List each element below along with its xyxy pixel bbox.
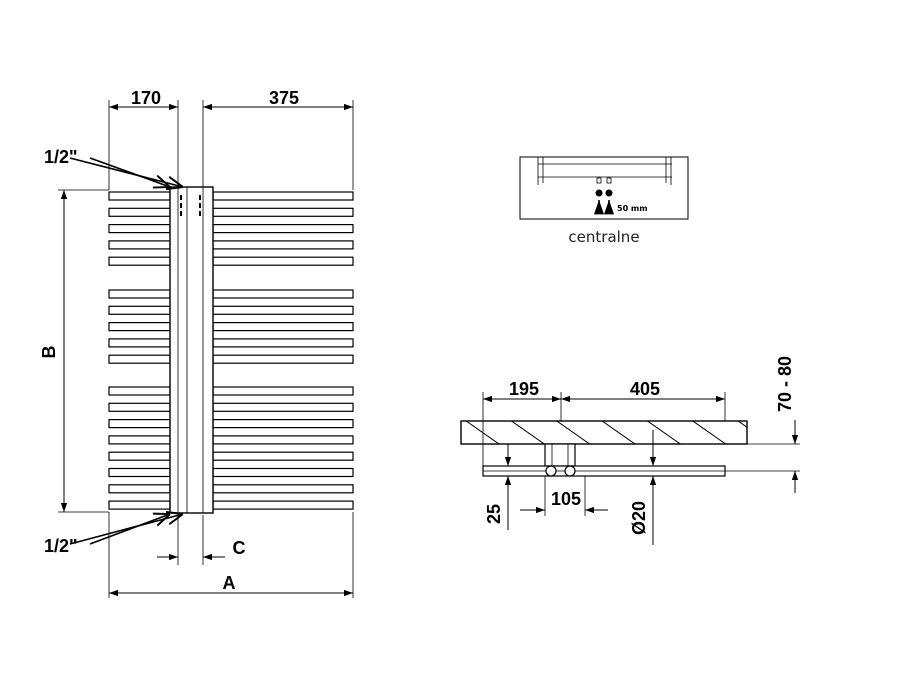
dim-label-170: 170 [131,88,161,108]
radiator-bar [212,500,354,510]
detail-valve [596,177,602,184]
radiator-bar [212,354,354,364]
dim-label-195: 195 [509,379,539,399]
dim-label-70-80: 70 - 80 [775,356,795,412]
connection-detail: 50 mm centralne [519,156,689,246]
radiator-bar [108,240,171,250]
dim-label-b: B [39,346,59,359]
side-view: 195 405 70 - 80 25 105 Ø20 [460,356,800,545]
leader-line-bottom [89,514,170,545]
radiator-bar [212,191,354,201]
radiator-bar [108,207,171,217]
connection-caption: centralne [568,228,639,246]
radiator-bar [108,435,171,445]
dim-label-a: A [223,573,236,593]
radiator-bar [212,419,354,429]
front-view: 170 375 B 1/2" 1/2" C A [39,88,354,598]
dim-label-d20: Ø20 [629,501,649,535]
detail-valve [606,177,612,184]
radiator-bar [108,402,171,412]
radiator-bar [108,322,171,332]
dim-label-405: 405 [630,379,660,399]
radiator-bar [212,224,354,234]
radiator-bar [108,224,171,234]
radiator-bar [108,289,171,299]
leader-line-top [69,157,183,187]
thread-label-bottom: 1/2" [44,536,78,556]
radiator-bar [108,338,171,348]
radiator-bar [108,500,171,510]
leader-line-top [89,157,170,187]
radiator-bar [108,191,171,201]
dim-label-c: C [233,538,246,558]
wall-bracket [544,443,576,467]
radiator-bar [108,354,171,364]
radiator-bar [108,467,171,478]
leader-line-bottom [69,514,183,545]
radiator-bar [108,256,171,266]
radiator-bar [212,256,354,266]
dim-label-25: 25 [484,504,504,524]
radiator-bar [212,289,354,299]
radiator-bar [212,402,354,412]
radiator-bar [108,305,171,315]
radiator-bar [212,240,354,250]
connection-dot [595,189,603,197]
thread-label-top: 1/2" [44,147,78,167]
radiator-bar [108,386,171,396]
radiator-bar [108,484,171,494]
radiator-bar [212,338,354,348]
wall-section [460,420,748,445]
radiator-bar [108,419,171,429]
radiator-bar [212,451,354,461]
radiator-bar [212,467,354,478]
collector-pipe [564,465,576,477]
connection-dot [605,189,613,197]
radiator-bar [212,435,354,445]
collector-outer [169,186,214,514]
radiator-bar [108,451,171,461]
detail-frame [519,156,689,220]
radiator-bar [212,386,354,396]
radiator-bar [212,322,354,332]
radiator-bars [108,191,354,510]
dim-label-375: 375 [269,88,299,108]
dim-label-105: 105 [551,489,581,509]
radiator-bar [212,305,354,315]
spacing-label: 50 mm [617,204,648,213]
collector-pipe [545,465,557,477]
radiator-bar [212,484,354,494]
radiator-bar [212,207,354,217]
